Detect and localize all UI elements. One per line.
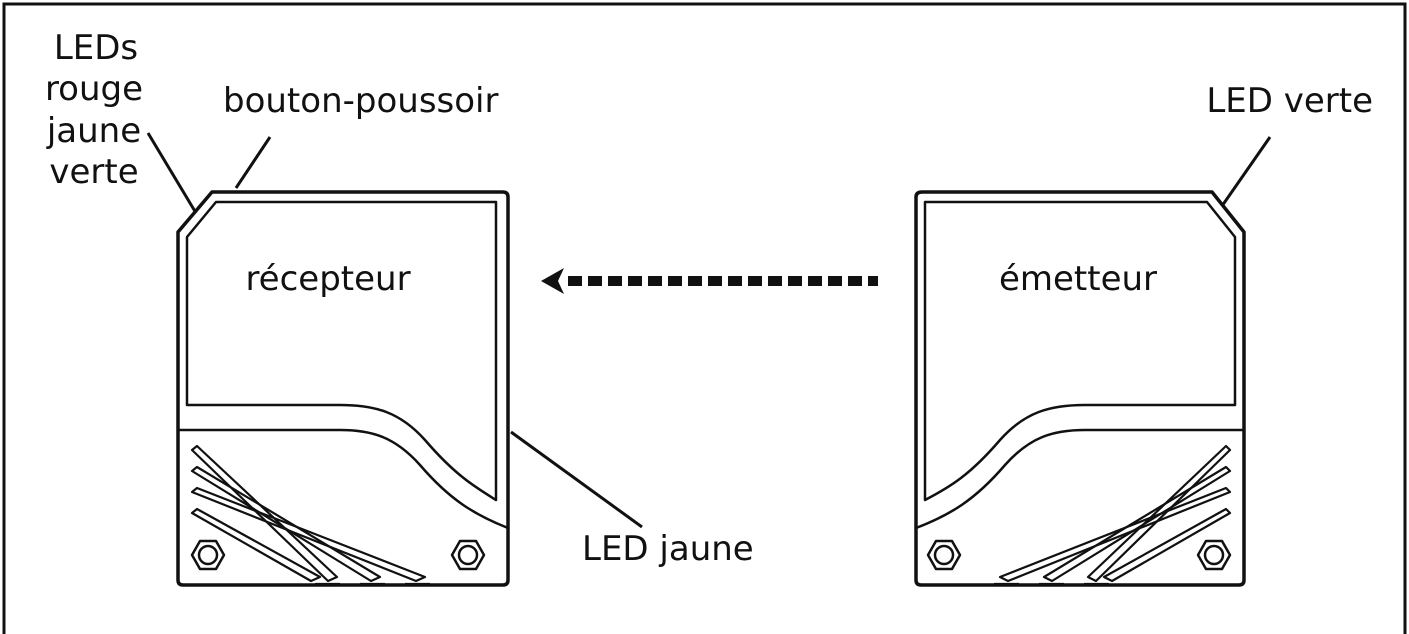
receiver-housing — [176, 190, 510, 587]
leds-yellow-label: jaune — [46, 111, 142, 151]
emitter-ribs — [994, 444, 1232, 586]
leds-leader-line — [146, 132, 198, 214]
receiver-ribs — [190, 444, 430, 586]
emitter-nut-right — [1196, 539, 1232, 571]
emitter-label: émetteur — [998, 259, 1158, 299]
green-led-label: LED verte — [1206, 81, 1373, 121]
beam-arrowhead — [541, 268, 564, 294]
leds-title-label: LEDs — [53, 28, 139, 68]
yellow-led-label: LED jaune — [582, 529, 754, 569]
leds-red-label: rouge — [44, 69, 144, 109]
emitter-housing — [914, 190, 1246, 587]
receiver-window — [185, 200, 498, 502]
receiver-lower-divider — [178, 428, 509, 530]
leds-green-label: verte — [49, 152, 139, 192]
push-button-label: bouton-poussoir — [223, 81, 499, 121]
receiver-label: récepteur — [245, 259, 411, 299]
receiver-nut-left — [190, 539, 226, 571]
emitter-window — [923, 200, 1237, 502]
yellow-led-leader-line — [510, 430, 643, 529]
green-led-leader-line — [1220, 136, 1272, 207]
emitter-lower-divider — [915, 428, 1244, 530]
emitter-nut-left — [926, 539, 962, 571]
receiver-body — [176, 190, 510, 587]
emitter-body — [914, 190, 1246, 587]
receiver-nut-right — [450, 539, 486, 571]
push-button-leader-line — [234, 136, 272, 189]
dashed-arrow-left-icon — [541, 268, 878, 294]
